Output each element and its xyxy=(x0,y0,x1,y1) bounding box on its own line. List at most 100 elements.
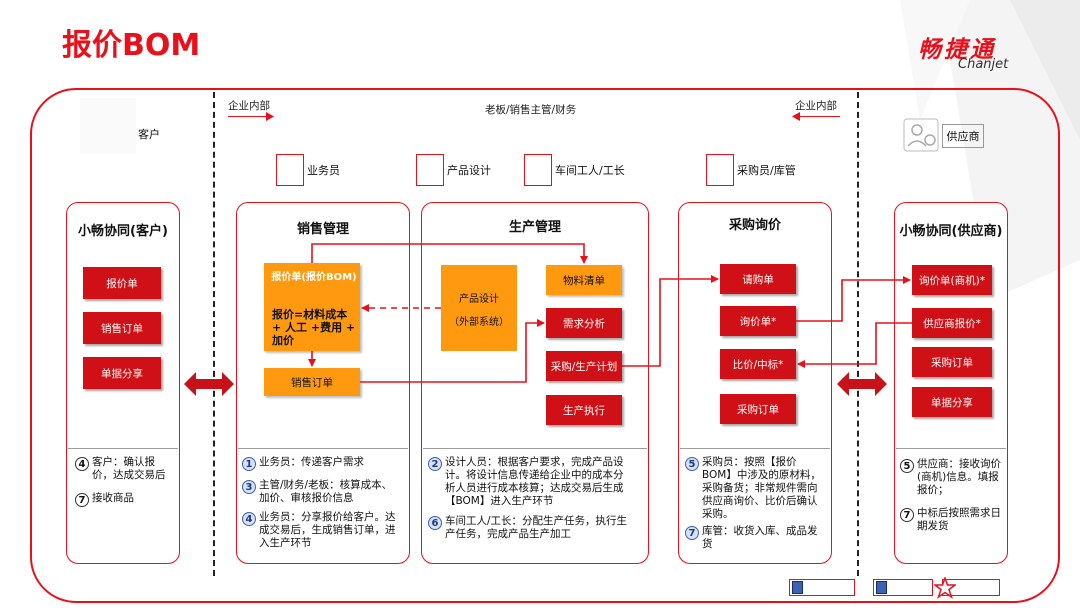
supplier-po-button[interactable]: 采购订单 xyxy=(912,347,992,377)
production-panel xyxy=(421,202,649,564)
supplier-quote-button[interactable]: 供应商报价* xyxy=(912,308,992,338)
note-text: 业务员：传递客户需求 xyxy=(259,456,364,468)
right-internal-arrow xyxy=(798,116,840,117)
arrow-right-icon xyxy=(266,112,274,121)
role-avatar xyxy=(706,154,734,186)
supplier-panel xyxy=(894,202,1008,564)
external-system-label: （外部系统） xyxy=(449,317,509,328)
note-text: 主管/财务/老板：核算成本、加价、审核报价信息 xyxy=(259,479,393,504)
note-text: 中标后按照需求日期发货 xyxy=(917,507,1001,532)
step-number: 1 xyxy=(242,457,256,471)
sales-divider xyxy=(238,448,408,449)
footer-square-icon xyxy=(792,581,803,594)
role-label: 业务员 xyxy=(307,164,340,177)
step-number: 4 xyxy=(242,512,256,526)
note-text: 供应商：接收询价(商机)信息。填报报价； xyxy=(917,458,1001,496)
role-salesperson: 业务员 xyxy=(276,154,340,186)
customer-order-button[interactable]: 销售订单 xyxy=(83,312,161,344)
customer-panel-title: 小畅协同(客户) xyxy=(78,224,168,239)
role-product-design: 产品设计 xyxy=(416,154,491,186)
left-internal-arrow xyxy=(228,116,270,117)
product-design-box[interactable] xyxy=(441,265,517,351)
role-purchaser: 采购员/库管 xyxy=(706,154,796,186)
quote-formula: 报价=材料成本 + 人工 +费用 + 加价 xyxy=(272,308,356,347)
purchase-panel-title: 采购询价 xyxy=(728,218,781,233)
note-text: 设计人员：根据客户要求，完成产品设计。将设计信息传递给企业中的成本分析人员进行成… xyxy=(445,456,624,507)
requisition-button[interactable]: 请购单 xyxy=(720,264,796,294)
compare-bid-button[interactable]: 比价/中标* xyxy=(720,349,796,379)
note-text: 采购员：按照【报价BOM】中涉及的原材料，采购备货；非常规件需向供应商询价、比价… xyxy=(702,456,821,520)
inquiry-button[interactable]: 询价单* xyxy=(720,306,796,336)
role-avatar xyxy=(524,154,552,186)
purchase-panel xyxy=(678,202,832,564)
role-label: 车间工人/工长 xyxy=(555,164,625,177)
customer-share-button[interactable]: 单据分享 xyxy=(83,357,161,389)
footer-nav-item[interactable] xyxy=(873,579,933,596)
supplier-inquiry-button[interactable]: 询价单(商机)* xyxy=(912,265,992,295)
production-execution-button[interactable]: 生产执行 xyxy=(546,395,622,425)
sales-panel-title: 销售管理 xyxy=(296,222,349,237)
note-text: 客户：确认报价，达成交易后 xyxy=(92,456,166,481)
customer-label: 客户 xyxy=(138,128,160,141)
quote-bom-title: 报价单(报价BOM) xyxy=(271,272,357,283)
role-workshop: 车间工人/工长 xyxy=(524,154,625,186)
step-number: 3 xyxy=(242,480,256,494)
step-number: 4 xyxy=(75,457,89,471)
sales-order-button[interactable]: 销售订单 xyxy=(264,368,360,396)
customer-divider xyxy=(68,448,178,449)
purchase-divider xyxy=(680,448,830,449)
customer-quote-button[interactable]: 报价单 xyxy=(83,267,161,299)
supplier-panel-title: 小畅协同(供应商) xyxy=(899,224,1003,239)
double-arrow-icon xyxy=(837,372,887,396)
production-panel-title: 生产管理 xyxy=(508,220,561,235)
role-avatar xyxy=(416,154,444,186)
note-text: 车间工人/工长：分配生产任务，执行生产任务，完成产品生产加工 xyxy=(445,515,628,540)
left-internal-label: 企业内部 xyxy=(228,100,270,112)
star-icon xyxy=(934,577,956,599)
purchase-production-plan-button[interactable]: 采购/生产计划 xyxy=(546,351,622,381)
step-number: 5 xyxy=(685,457,699,471)
divider-right xyxy=(857,92,859,576)
quote-bom-box[interactable] xyxy=(264,263,360,351)
double-arrow-icon xyxy=(184,372,234,396)
right-internal-label: 企业内部 xyxy=(795,100,837,112)
production-divider xyxy=(423,448,647,449)
customer-avatar xyxy=(80,98,136,154)
role-label: 产品设计 xyxy=(447,164,491,177)
step-number: 2 xyxy=(428,457,442,471)
supplier-label: 供应商 xyxy=(942,124,984,148)
demand-analysis-button[interactable]: 需求分析 xyxy=(546,308,622,338)
footer-nav-item[interactable] xyxy=(789,579,855,596)
outer-frame xyxy=(30,88,1060,603)
product-design-label: 产品设计 xyxy=(459,294,499,305)
brand-logo-cn: 畅捷通 xyxy=(918,37,996,63)
role-label: 采购员/库管 xyxy=(737,164,796,177)
step-number: 6 xyxy=(428,516,442,530)
step-number: 7 xyxy=(75,493,89,507)
step-number: 7 xyxy=(685,526,699,540)
divider-left xyxy=(213,92,215,576)
background-decoration xyxy=(900,0,1080,300)
supplier-share-button[interactable]: 单据分享 xyxy=(912,387,992,417)
purchase-order-button[interactable]: 采购订单 xyxy=(720,394,796,424)
step-number: 5 xyxy=(900,459,914,473)
note-text: 接收商品 xyxy=(92,492,134,504)
step-number: 7 xyxy=(900,508,914,522)
bom-button[interactable]: 物料清单 xyxy=(546,265,622,295)
brand-logo-en: Chanjet xyxy=(958,57,1009,72)
